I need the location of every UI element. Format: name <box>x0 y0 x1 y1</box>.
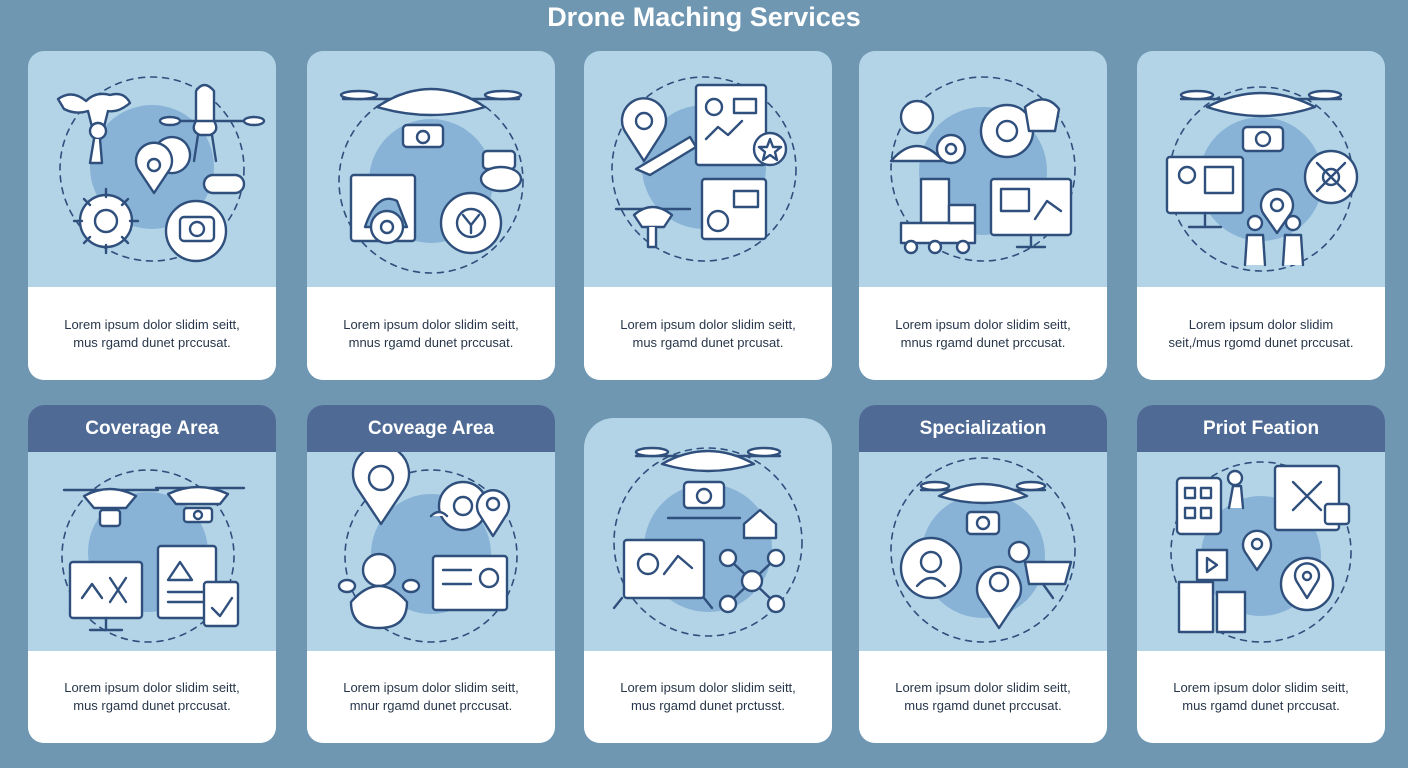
map-pin-icon <box>351 452 411 526</box>
document-icon <box>1273 464 1351 532</box>
drone-icon <box>56 92 132 165</box>
drone-icon <box>154 485 246 524</box>
card-description: Lorem ipsum dolor slidim seitt, mus rgam… <box>620 680 796 713</box>
card-description-box: Lorem ipsum dolor slidim seitt, mus rgam… <box>1137 651 1385 743</box>
card-header: Coverage Area <box>28 405 276 452</box>
drone-icon <box>1179 89 1343 153</box>
card-description-box: Lorem ipsum dolor slidim seitt, mus rgam… <box>859 651 1107 743</box>
coverage-area-card[interactable]: Coverage Area <box>28 405 276 743</box>
map-pin-icon <box>1259 188 1295 235</box>
drone-illustration <box>1137 452 1385 651</box>
person-icon <box>889 99 945 163</box>
card-description-box: Lorem ipsum dolor slidim seitt, mnus rga… <box>307 287 555 380</box>
gear-person-icon <box>899 536 963 600</box>
people-icon <box>1243 214 1305 267</box>
drone-icon <box>339 87 523 149</box>
house-icon <box>742 508 778 540</box>
service-card[interactable]: Lorem ipsum dolor slidim seitt, mus rgam… <box>28 51 276 380</box>
truck-icon <box>899 177 977 255</box>
building-icon <box>1177 548 1247 634</box>
monitor-icon <box>68 560 144 632</box>
checklist-icon <box>1175 476 1223 536</box>
card-description: Lorem ipsum dolor slidim seitt, mus rgam… <box>64 316 240 350</box>
service-card[interactable]: Lorem ipsum dolor slidim seitt, mus rgam… <box>584 418 832 743</box>
drone-illustration <box>28 452 276 651</box>
card-description-box: Lorem ipsum dolor slidim seitt, mus rgam… <box>584 287 832 380</box>
monitor-icon <box>1165 155 1245 229</box>
service-card[interactable]: Lorem ipsum dolor slidim seit,/mus rgomd… <box>1137 51 1385 380</box>
drone-illustration <box>584 51 832 287</box>
drone-illustration <box>859 452 1107 651</box>
gear-icon <box>369 209 405 245</box>
person-icon <box>1226 469 1245 510</box>
card-description: Lorem ipsum dolor slidim seitt, mus rgam… <box>1173 680 1349 713</box>
card-description: Lorem ipsum dolor slidim seitt, mus rgam… <box>895 680 1071 713</box>
drone-icon <box>718 548 786 614</box>
drone-icon <box>919 480 1047 536</box>
gear-icon <box>72 187 140 255</box>
card-header: Coveage Area <box>307 405 555 452</box>
card-description: Lorem ipsum dolor slidim seitt, mnus rga… <box>895 316 1071 350</box>
chat-bubble-icon <box>202 173 246 195</box>
target-drone-icon <box>1303 149 1359 205</box>
gear-pin-icon <box>1279 556 1335 612</box>
document-icon <box>202 580 240 628</box>
drone-illustration <box>307 51 555 287</box>
star-badge-icon <box>752 131 788 167</box>
drone-illustration <box>1137 51 1385 287</box>
service-card[interactable]: Lorem ipsum dolor slidim seitt, mus rgam… <box>584 51 832 380</box>
card-description-box: Lorem ipsum dolor slidim seit,/mus rgomd… <box>1137 287 1385 380</box>
map-pin-icon <box>620 97 698 177</box>
drone-illustration <box>859 51 1107 287</box>
card-description: Lorem ipsum dolor slidim seit,/mus rgomd… <box>1168 316 1354 350</box>
monitor-icon <box>612 538 714 610</box>
map-pin-icon <box>475 489 511 538</box>
card-description: Lorem ipsum dolor slidim seitt, mus rgam… <box>620 316 796 350</box>
drone-illustration <box>307 452 555 651</box>
card-description-box: Lorem ipsum dolor slidim seitt, mus rgam… <box>584 651 832 743</box>
specialization-card[interactable]: Specialization <box>859 405 1107 743</box>
drone-icon <box>62 487 160 528</box>
card-description-box: Lorem ipsum dolor slidim seitt, mnus rga… <box>859 287 1107 380</box>
document-icon <box>700 177 768 241</box>
truck-icon <box>1007 540 1073 600</box>
drone-illustration <box>28 51 276 287</box>
drone-icon <box>634 446 782 520</box>
drone-illustration <box>584 418 832 651</box>
gear-icon <box>439 191 503 255</box>
card-description-box: Lorem ipsum dolor slidim seitt, mus rgam… <box>28 287 276 380</box>
card-description-box: Lorem ipsum dolor slidim seitt, mnur rga… <box>307 651 555 743</box>
quadcopter-icon <box>158 83 266 163</box>
chat-bubble-icon <box>479 149 523 193</box>
card-description: Lorem ipsum dolor slidim seitt, mus rgam… <box>64 680 240 713</box>
gear-icon <box>979 103 1035 159</box>
pilot-feature-card[interactable]: Priot Feation <box>1137 405 1385 743</box>
drone-icon <box>614 205 692 249</box>
service-card[interactable]: Lorem ipsum dolor slidim seitt, mnus rga… <box>859 51 1107 380</box>
card-header: Priot Feation <box>1137 405 1385 452</box>
service-card[interactable]: Lorem ipsum dolor slidim seitt, mnus rga… <box>307 51 555 380</box>
document-icon <box>694 83 768 167</box>
id-card-icon <box>431 554 509 612</box>
money-bag-icon <box>337 552 421 630</box>
card-description: Lorem ipsum dolor slidim seitt, mnus rga… <box>343 316 519 350</box>
card-header: Specialization <box>859 405 1107 452</box>
drone-icon <box>1023 98 1061 133</box>
map-pin-icon <box>134 135 192 195</box>
map-pin-icon <box>975 565 1023 630</box>
gear-icon <box>935 133 967 165</box>
card-description-box: Lorem ipsum dolor slidim seitt, mus rgam… <box>28 651 276 743</box>
map-pin-icon <box>1241 529 1273 572</box>
coverage-area-card[interactable]: Coveage Area <box>307 405 555 743</box>
monitor-icon <box>989 177 1073 249</box>
gear-camera-icon <box>164 199 228 263</box>
card-description: Lorem ipsum dolor slidim seitt, mnur rga… <box>343 680 519 713</box>
cloud-icon <box>429 510 449 518</box>
page-title: Drone Maching Services <box>547 2 861 32</box>
